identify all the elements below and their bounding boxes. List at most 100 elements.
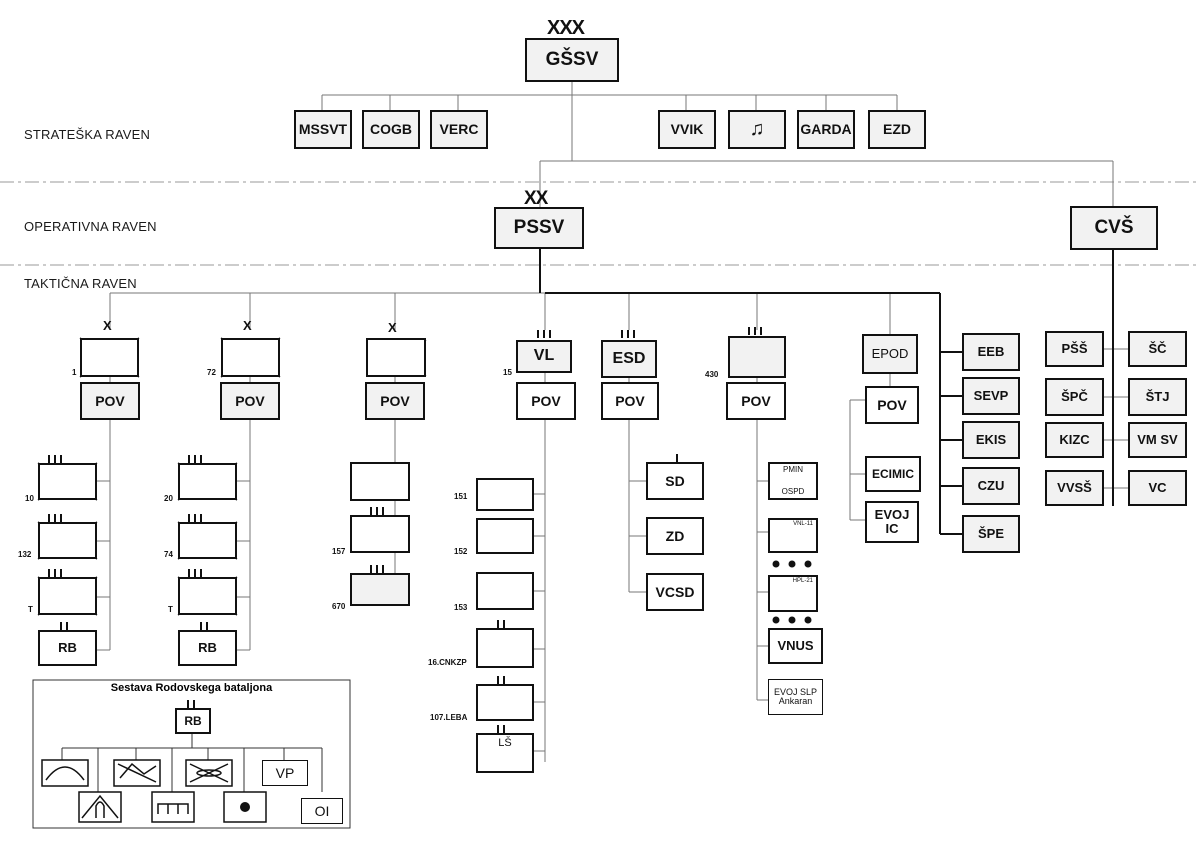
- node-squadron-151[interactable]: [476, 478, 534, 511]
- unit-number: 153: [454, 603, 468, 612]
- unit-number: 72: [207, 368, 216, 377]
- node-battalion[interactable]: [178, 577, 237, 615]
- node-zd[interactable]: ZD: [646, 517, 704, 555]
- unit-number: 152: [454, 547, 468, 556]
- unit-number: 10: [25, 494, 34, 503]
- node-vnus[interactable]: VNUS: [768, 628, 823, 664]
- echelon-marker: XXX: [547, 17, 585, 39]
- node-pov[interactable]: POV: [220, 382, 280, 420]
- node-hpl-21[interactable]: HPL-21: [768, 575, 818, 612]
- node-eeb[interactable]: EEB: [962, 333, 1020, 371]
- node-sevp[interactable]: SEVP: [962, 377, 1020, 415]
- node-cogb[interactable]: COGB: [362, 110, 420, 149]
- node-battalion[interactable]: [38, 463, 97, 500]
- node-czu[interactable]: CZU: [962, 467, 1020, 505]
- node-cvs[interactable]: CVŠ: [1070, 206, 1158, 250]
- node-kizc[interactable]: KIZC: [1045, 422, 1104, 458]
- node-vm-sv[interactable]: VM SV: [1128, 422, 1187, 458]
- vnl-label: VNL-11: [793, 521, 813, 527]
- rb-panel-vp[interactable]: VP: [262, 760, 308, 786]
- node-squadron-152[interactable]: [476, 518, 534, 554]
- level-strategic: STRATEŠKA RAVEN: [24, 127, 151, 142]
- node-pssv[interactable]: PSSV: [494, 207, 584, 249]
- node-stj[interactable]: ŠTJ: [1128, 378, 1187, 416]
- node-pov[interactable]: POV: [365, 382, 425, 420]
- node-brigade-72[interactable]: [221, 338, 280, 377]
- node-sc[interactable]: ŠČ: [1128, 331, 1187, 367]
- node-vc[interactable]: VC: [1128, 470, 1187, 506]
- unit-number: 430: [705, 370, 719, 379]
- node-air-defence[interactable]: [350, 573, 410, 606]
- evoj-slp-line-1: EVOJ SLP: [773, 686, 818, 697]
- node-pov[interactable]: POV: [601, 382, 659, 420]
- node-spe[interactable]: ŠPE: [962, 515, 1020, 553]
- node-leba[interactable]: [476, 684, 534, 721]
- node-ezd[interactable]: EZD: [868, 110, 926, 149]
- hpl-label: HPL-21: [792, 578, 813, 584]
- music-note-icon: ♫: [749, 118, 765, 140]
- node-pov[interactable]: POV: [516, 382, 576, 420]
- echelon-marker: X: [388, 320, 397, 335]
- node-gssv[interactable]: GŠSV: [525, 38, 619, 82]
- unit-number: T: [28, 605, 33, 614]
- node-evoj-ic[interactable]: EVOJ IC: [865, 501, 919, 543]
- node-pov[interactable]: POV: [80, 382, 140, 420]
- node-grid-unit[interactable]: [350, 462, 410, 501]
- node-pss[interactable]: PŠŠ: [1045, 331, 1104, 367]
- node-ecimic[interactable]: ECIMIC: [865, 456, 921, 492]
- node-vnl-11[interactable]: VNL-11: [768, 518, 818, 553]
- unit-number: T: [168, 605, 173, 614]
- level-operational: OPERATIVNA RAVEN: [24, 219, 157, 234]
- unit-number: 1: [72, 368, 77, 377]
- echelon-marker: X: [103, 318, 112, 333]
- node-support-brigade[interactable]: [366, 338, 426, 377]
- node-cnkzp[interactable]: [476, 628, 534, 668]
- level-tactical: TAKTIČNA RAVEN: [24, 276, 137, 291]
- evoj-ic-line-1: EVOJ: [874, 507, 910, 523]
- node-rb[interactable]: RB: [178, 630, 237, 666]
- evoj-ic-line-2: IC: [885, 521, 899, 536]
- node-brigade-1[interactable]: [80, 338, 139, 377]
- node-navy[interactable]: [728, 336, 786, 378]
- ospd-label: OSPD: [781, 486, 805, 496]
- node-mssvt[interactable]: MSSVT: [294, 110, 352, 149]
- node-evoj-slp[interactable]: EVOJ SLP Ankaran: [768, 679, 823, 715]
- node-vvik[interactable]: VVIK: [658, 110, 716, 149]
- evoj-slp-line-2: Ankaran: [778, 696, 813, 706]
- node-vl[interactable]: VL: [516, 340, 572, 373]
- node-engineer[interactable]: [350, 515, 410, 553]
- node-pov[interactable]: POV: [726, 382, 786, 420]
- unit-number: 151: [454, 492, 468, 501]
- node-squadron-153[interactable]: [476, 572, 534, 610]
- rb-panel-title: Sestava Rodovskega bataljona: [110, 682, 273, 694]
- echelon-marker: XX: [524, 188, 548, 209]
- unit-number: 132: [18, 550, 32, 559]
- node-verc[interactable]: VERC: [430, 110, 488, 149]
- unit-number: 107.LEBA: [430, 713, 468, 722]
- unit-number: 15: [503, 368, 512, 377]
- node-spc[interactable]: ŠPČ: [1045, 378, 1104, 416]
- node-garda[interactable]: GARDA: [797, 110, 855, 149]
- unit-number: 670: [332, 602, 346, 611]
- node-ekis[interactable]: EKIS: [962, 421, 1020, 459]
- node-sd[interactable]: SD: [646, 462, 704, 500]
- rb-panel-oi[interactable]: OI: [301, 798, 343, 824]
- node-battalion[interactable]: [178, 463, 237, 500]
- node-vcsd[interactable]: VCSD: [646, 573, 704, 611]
- node-battalion[interactable]: [178, 522, 237, 559]
- node-epod[interactable]: EPOD: [862, 334, 918, 374]
- node-pmin[interactable]: PMIN OSPD: [768, 462, 818, 500]
- unit-number: 20: [164, 494, 173, 503]
- node-ls[interactable]: LŠ: [476, 733, 534, 773]
- node-vvss[interactable]: VVSŠ: [1045, 470, 1104, 506]
- node-battalion[interactable]: [38, 577, 97, 615]
- rb-panel-rb[interactable]: RB: [175, 708, 211, 734]
- unit-number: 157: [332, 547, 346, 556]
- unit-number: 74: [164, 550, 173, 559]
- node-pov[interactable]: POV: [865, 386, 919, 424]
- node-rb[interactable]: RB: [38, 630, 97, 666]
- music-node[interactable]: ♫: [728, 110, 786, 149]
- node-esd[interactable]: ESD: [601, 340, 657, 378]
- unit-number: 16.CNKZP: [428, 658, 467, 667]
- node-battalion[interactable]: [38, 522, 97, 559]
